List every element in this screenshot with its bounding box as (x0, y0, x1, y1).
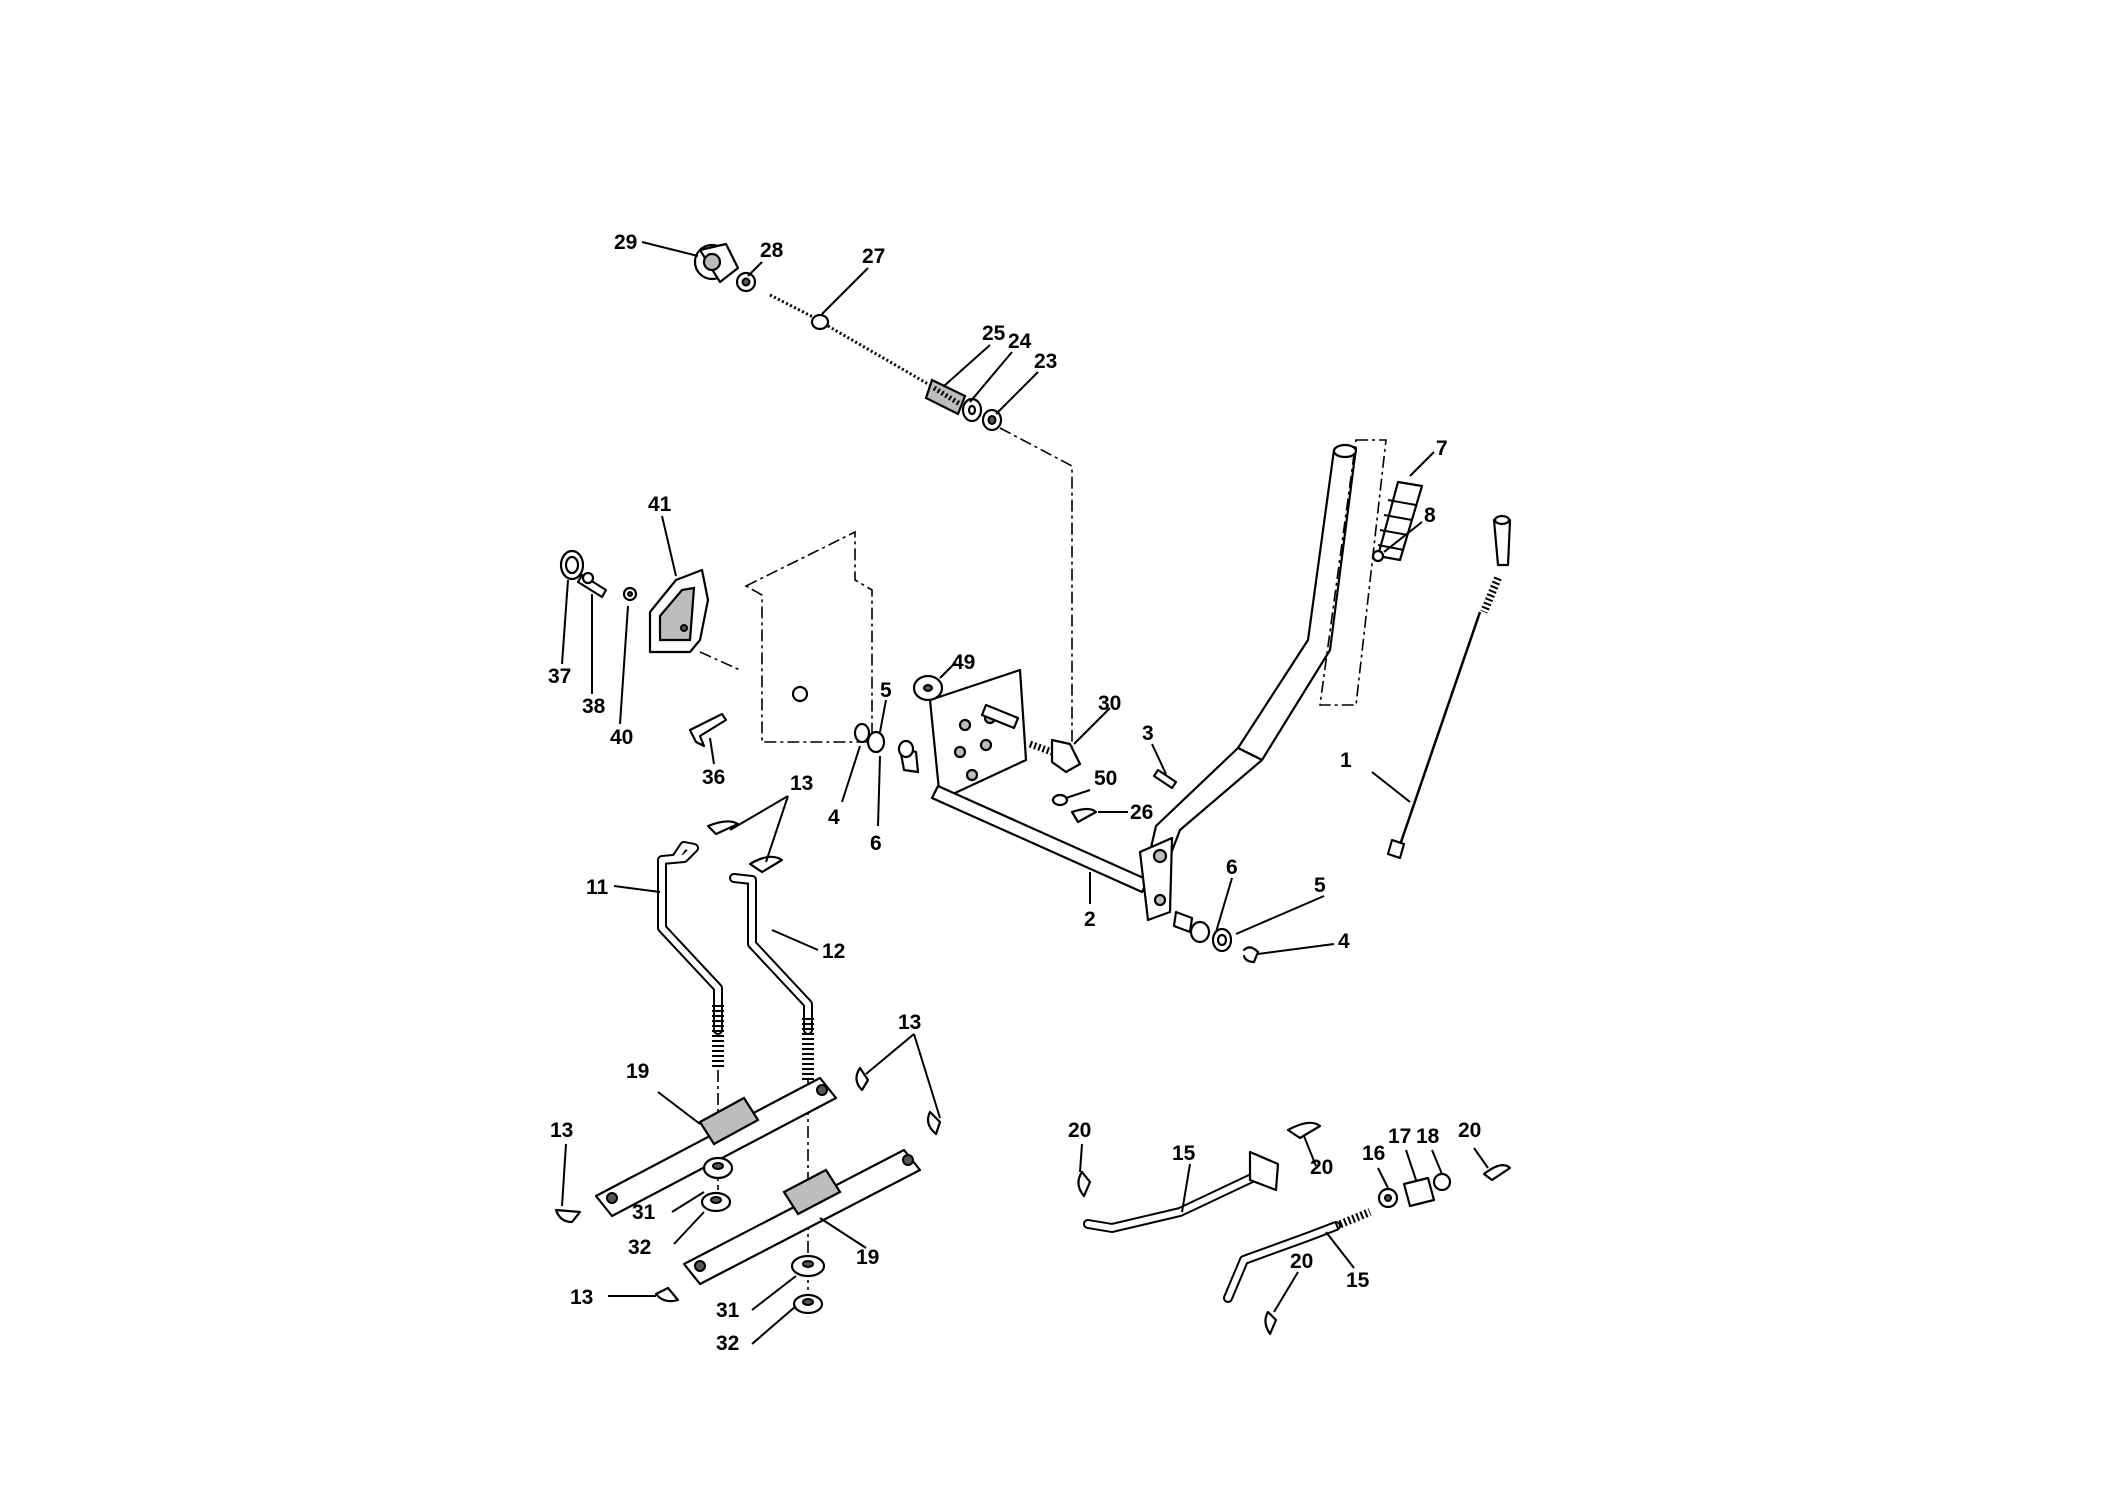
lift-arm-19-upper (594, 1076, 838, 1218)
knob-29 (693, 242, 740, 284)
callout-11: 11 (586, 876, 609, 899)
threaded-rod-27 (769, 293, 936, 390)
callout-32-right: 32 (716, 1332, 739, 1355)
rod-15-upper (1083, 1150, 1280, 1233)
plate-with-shaft (928, 668, 1028, 802)
callout-31-left: 31 (632, 1201, 656, 1224)
callout-7: 7 (1436, 437, 1448, 460)
callout-37: 37 (548, 665, 571, 688)
callout-13-bottom: 13 (570, 1286, 593, 1309)
callout-5-left: 5 (880, 679, 892, 702)
handle-grip-7 (1376, 480, 1424, 562)
leader-lines (561, 241, 1489, 1345)
callout-30: 30 (1098, 692, 1121, 715)
callout-20-left: 20 (1068, 1119, 1091, 1142)
washer-50 (1051, 793, 1069, 807)
callout-6-right: 6 (1226, 856, 1238, 879)
frame-plate-outline (744, 530, 873, 743)
callout-19-lower: 19 (856, 1246, 879, 1269)
clips-13-top (706, 820, 784, 874)
washer-49 (912, 674, 944, 702)
spring-25 (924, 378, 967, 416)
grip-outline (1319, 439, 1387, 706)
ring-37 (559, 549, 585, 581)
clips-20 (1077, 1121, 1512, 1336)
fittings-16-17-18 (1377, 1172, 1452, 1209)
cotter-26 (1070, 807, 1098, 824)
callout-13-lower-right: 13 (898, 1011, 921, 1034)
callout-20-lower: 20 (1290, 1250, 1313, 1273)
callout-8: 8 (1424, 504, 1436, 527)
nut-23 (981, 408, 1003, 432)
clips-13-lower (554, 1066, 942, 1303)
callout-1: 1 (1340, 749, 1352, 772)
pivot-bracket (1138, 836, 1174, 922)
centerline-rod (999, 427, 1073, 752)
callout-15-lower: 15 (1346, 1269, 1370, 1292)
pin-8 (1371, 549, 1385, 563)
callout-3: 3 (1142, 722, 1154, 745)
clip-36 (688, 712, 728, 748)
callout-38: 38 (582, 695, 606, 718)
callout-17: 17 (1388, 1125, 1411, 1148)
callout-15-upper: 15 (1172, 1142, 1196, 1165)
callout-32-left: 32 (628, 1236, 651, 1259)
bracket-dashline (699, 651, 741, 671)
callout-4-right: 4 (1338, 930, 1350, 953)
pin-3 (1152, 768, 1178, 790)
small-parts-right-end (1172, 910, 1260, 964)
bolt-38 (576, 571, 608, 599)
callout-27: 27 (862, 245, 885, 268)
lift-arm-19-lower (682, 1148, 922, 1286)
callout-23: 23 (1034, 350, 1057, 373)
callout-13-left: 13 (550, 1119, 573, 1142)
callout-6-left: 6 (870, 832, 882, 855)
callout-50: 50 (1094, 767, 1117, 790)
nut-28 (735, 271, 757, 293)
callout-29: 29 (614, 231, 637, 254)
callout-19-upper: 19 (626, 1060, 649, 1083)
bracket-41 (648, 568, 710, 654)
washer-24 (961, 397, 983, 423)
shaft-2 (930, 784, 1150, 894)
callout-40: 40 (610, 726, 633, 749)
callout-2: 2 (1084, 908, 1096, 931)
nuts-31-32-right (790, 1254, 826, 1315)
callout-13-top: 13 (790, 772, 813, 795)
callout-12: 12 (822, 940, 845, 963)
link-11 (657, 841, 724, 1070)
callout-numbers: 29 28 27 25 24 23 7 8 41 37 38 40 36 49 … (548, 231, 1481, 1355)
callout-20-right: 20 (1458, 1119, 1481, 1142)
callout-28: 28 (760, 239, 784, 262)
callout-16: 16 (1362, 1142, 1385, 1165)
callout-25: 25 (982, 322, 1006, 345)
callout-4-left: 4 (828, 806, 840, 829)
washer-40 (622, 586, 638, 602)
callout-49: 49 (952, 651, 975, 674)
callout-31-right: 31 (716, 1299, 740, 1322)
small-parts-left-end (791, 685, 920, 774)
nuts-31-32-left (700, 1156, 734, 1213)
rod-1 (1386, 514, 1512, 860)
callout-5-right: 5 (1314, 874, 1326, 897)
link-12 (729, 873, 814, 1080)
connector-30 (1028, 738, 1082, 774)
callout-20-mid: 20 (1310, 1156, 1333, 1179)
callout-36: 36 (702, 766, 725, 789)
callout-18: 18 (1416, 1125, 1440, 1148)
callout-41: 41 (648, 493, 672, 516)
callout-24: 24 (1008, 330, 1032, 353)
lift-lever-handle (1148, 443, 1358, 858)
callout-26: 26 (1130, 801, 1153, 824)
rod-15-lower (1223, 1208, 1372, 1303)
